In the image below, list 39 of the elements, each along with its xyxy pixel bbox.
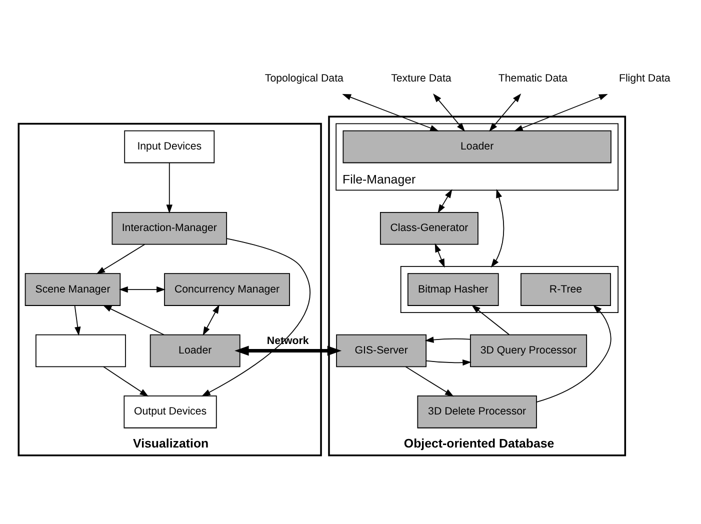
arrow (490, 188, 504, 268)
arrow (234, 345, 342, 356)
arrow (74, 304, 81, 336)
node-text: Flight Data (618, 72, 670, 84)
node-box: Input Devices (124, 130, 215, 163)
node-box: GIS-Server (336, 334, 427, 367)
arrow (405, 366, 454, 396)
node-box: 3D Delete Processor (417, 395, 537, 428)
arrow (103, 366, 149, 396)
arrow (514, 94, 608, 131)
node-box: Interaction-Manager (112, 211, 228, 244)
arrow (472, 304, 510, 335)
node-box: Loader (150, 334, 240, 367)
node-text: Thematic Data (498, 72, 568, 84)
node-box: R-Tree (520, 272, 611, 306)
node-box: Bitmap Hasher (407, 272, 499, 306)
arrow (438, 188, 452, 213)
arrow (119, 286, 166, 292)
node-box: 3D Query Processor (470, 334, 588, 367)
arrow (342, 94, 439, 131)
node-box: Loader (342, 130, 612, 163)
node-box: Output Devices (124, 395, 217, 428)
arrow (102, 304, 164, 335)
node-box (36, 334, 126, 367)
arrow (424, 336, 471, 342)
node-text: Texture Data (391, 72, 452, 84)
node-box: Scene Manager (24, 272, 121, 306)
arrow (433, 92, 466, 132)
arrow (489, 92, 522, 132)
arrow (202, 304, 220, 336)
arrow (434, 242, 445, 268)
node-text: Topological Data (264, 72, 344, 84)
node-box: Concurrency Manager (164, 272, 290, 306)
arrow (166, 162, 172, 213)
arrow (536, 304, 612, 402)
arrow (96, 243, 146, 274)
arrow (426, 358, 472, 366)
node-box: Class-Generator (380, 211, 478, 244)
arrow (202, 238, 310, 396)
